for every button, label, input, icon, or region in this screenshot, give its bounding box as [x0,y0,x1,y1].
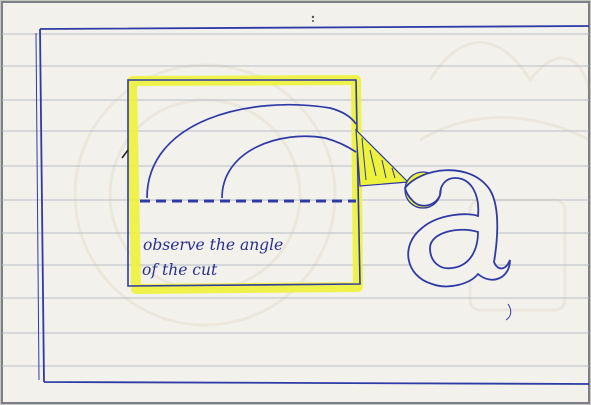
dot-mark [312,20,314,22]
dot-mark [312,16,314,18]
note-line-2: of the cut [142,261,218,279]
note-line-1: observe the angle [143,236,283,254]
